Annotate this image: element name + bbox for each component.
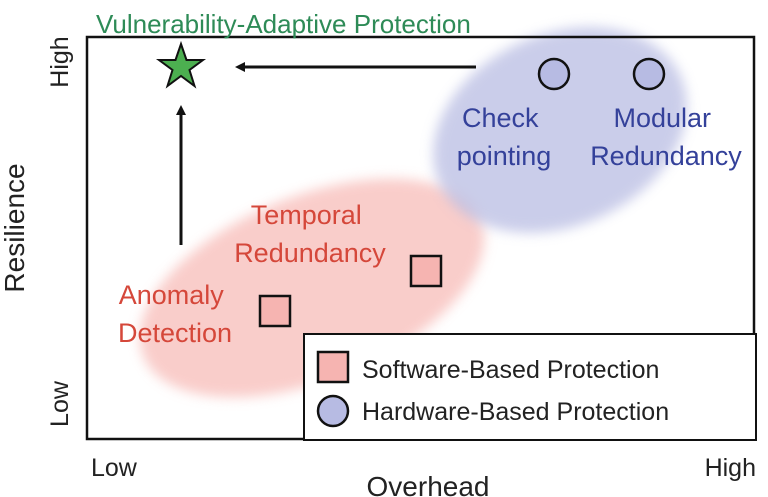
x-axis-title: Overhead [367, 471, 490, 497]
star-icon [155, 40, 207, 89]
x-axis-low: Low [91, 454, 138, 482]
y-axis-high: High [46, 36, 74, 87]
temporal-redundancy-marker [409, 254, 443, 288]
modular-redundancy-marker [632, 57, 666, 91]
temporal-redundancy-label: Temporal Redundancy [234, 200, 386, 268]
y-axis-low: Low [46, 380, 74, 427]
target-label: Vulnerability-Adaptive Protection [96, 9, 471, 39]
modular-redundancy-label: Modular Redundancy [590, 103, 742, 171]
legend-hardware-label: Hardware-Based Protection [362, 398, 669, 426]
legend-software-swatch [316, 350, 350, 384]
anomaly-detection-label: Anomaly Detection [118, 280, 232, 348]
checkpointing-label: Check pointing [457, 103, 552, 171]
legend-hardware-swatch [316, 394, 350, 428]
legend-software-label: Software-Based Protection [362, 356, 659, 384]
legend: Software-Based Protection Hardware-Based… [303, 333, 757, 441]
y-axis-title: Resilience [0, 163, 30, 292]
checkpointing-marker [537, 57, 571, 91]
anomaly-detection-marker [258, 294, 292, 328]
x-axis-high: High [705, 454, 756, 482]
hardware-region [433, 27, 687, 233]
